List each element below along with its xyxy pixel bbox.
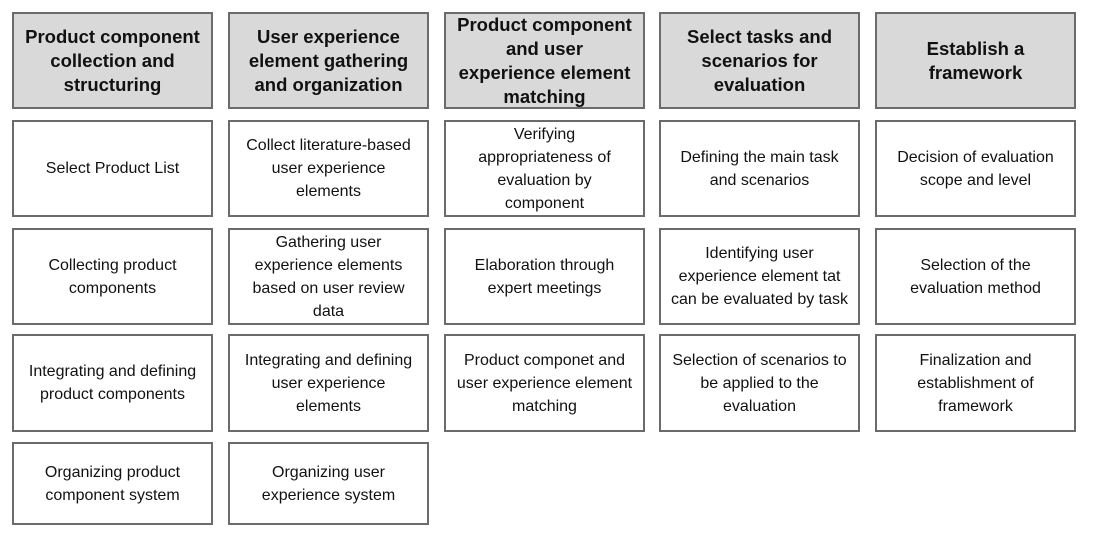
step-box: Verifying appropriateness of evaluation … bbox=[444, 120, 645, 217]
step-box: Integrating and defining user experience… bbox=[228, 334, 429, 432]
step-box: Organizing product component system bbox=[12, 442, 213, 525]
step-box: Collecting product components bbox=[12, 228, 213, 325]
step-box: Integrating and defining product compone… bbox=[12, 334, 213, 432]
step-box: Decision of evaluation scope and level bbox=[875, 120, 1076, 217]
step-box: Selection of scenarios to be applied to … bbox=[659, 334, 860, 432]
step-box: Organizing user experience system bbox=[228, 442, 429, 525]
step-box: Defining the main task and scenarios bbox=[659, 120, 860, 217]
column-tasks-scenarios: Select tasks and scenarios for evaluatio… bbox=[659, 0, 864, 538]
column-header: Product component and user experience el… bbox=[444, 12, 645, 109]
column-header: Establish a framework bbox=[875, 12, 1076, 109]
column-product-component: Product component collection and structu… bbox=[12, 0, 217, 538]
column-header: User experience element gathering and or… bbox=[228, 12, 429, 109]
step-box: Elaboration through expert meetings bbox=[444, 228, 645, 325]
step-box: Product componet and user experience ele… bbox=[444, 334, 645, 432]
column-matching: Product component and user experience el… bbox=[444, 0, 649, 538]
step-box: Identifying user experience element tat … bbox=[659, 228, 860, 325]
step-box: Gathering user experience elements based… bbox=[228, 228, 429, 325]
step-box: Selection of the evaluation method bbox=[875, 228, 1076, 325]
step-box: Finalization and establishment of framew… bbox=[875, 334, 1076, 432]
column-user-experience: User experience element gathering and or… bbox=[228, 0, 433, 538]
column-header: Select tasks and scenarios for evaluatio… bbox=[659, 12, 860, 109]
step-box: Collect literature-based user experience… bbox=[228, 120, 429, 217]
column-header: Product component collection and structu… bbox=[12, 12, 213, 109]
step-box: Select Product List bbox=[12, 120, 213, 217]
column-framework: Establish a framework Decision of evalua… bbox=[875, 0, 1080, 538]
